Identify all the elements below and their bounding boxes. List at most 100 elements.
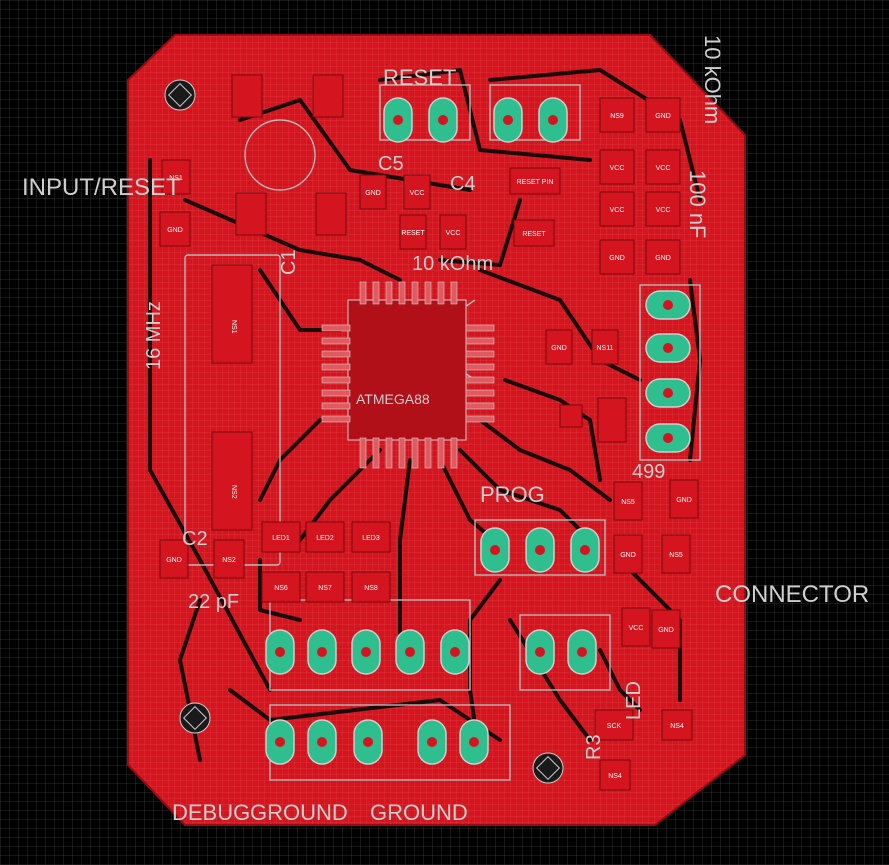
drill-hole: [490, 545, 500, 555]
smd-pad-label: VCC: [629, 625, 644, 632]
drill-hole: [580, 545, 590, 555]
chip-pin: [321, 389, 351, 397]
smd-pad: [669, 479, 699, 519]
chip-pin: [398, 281, 406, 305]
mount-hole-top-left: [164, 79, 196, 111]
smd-pad: [545, 329, 573, 365]
smd-pad: [159, 211, 191, 247]
smd-pad: [159, 539, 189, 579]
label-16mhz: 16 MHz: [143, 301, 165, 370]
chip-pin: [437, 281, 445, 305]
smd-pad-label: RESET: [522, 231, 546, 238]
chip-pin: [465, 389, 495, 397]
smd-pad-label: NS11: [597, 345, 614, 352]
smd-pad-label: GND: [167, 227, 183, 234]
drill-hole: [393, 115, 403, 125]
smd-pad-label: NS8: [364, 585, 378, 592]
chip-pin: [321, 376, 351, 384]
chip-pin: [465, 350, 495, 358]
smd-pad-label: LED3: [362, 535, 380, 542]
drill-hole: [535, 647, 545, 657]
chip-pin: [321, 350, 351, 358]
smd-pad: [213, 539, 245, 579]
chip-pin: [321, 363, 351, 371]
chip-pin: [465, 376, 495, 384]
label-led: LED: [623, 681, 645, 720]
smd-pad-label: NS2: [222, 557, 236, 564]
smd-pad: [599, 191, 635, 227]
smd-pad-label: SCK: [607, 723, 622, 730]
chip-pin: [321, 415, 351, 423]
smd-pad: [621, 607, 651, 647]
chip-pin: [372, 437, 380, 469]
chip-pin: [411, 281, 419, 305]
crystal-pad-ns2: NS2: [230, 485, 237, 499]
chip-pin: [450, 437, 458, 469]
drill-hole: [405, 647, 415, 657]
smd-pad: [351, 571, 391, 603]
smd-pad: [599, 149, 635, 185]
label-c5: C5: [378, 153, 404, 175]
label-22pf: 22 pF: [188, 591, 239, 613]
chip-pin: [372, 281, 380, 305]
drill-hole: [361, 647, 371, 657]
label-debug: DEBUG: [172, 800, 250, 825]
chip-pin: [321, 402, 351, 410]
chip-pin: [465, 324, 495, 332]
drill-hole: [663, 300, 673, 310]
smd-pad: [403, 174, 431, 210]
chip-pin: [411, 437, 419, 469]
smd-pad: [661, 534, 691, 574]
smd-pad: [599, 759, 631, 791]
chip-pin: [465, 337, 495, 345]
smd-pad: [651, 609, 681, 649]
chip-pin: [450, 281, 458, 305]
drill-hole: [438, 115, 448, 125]
smd-pad-label: NS6: [274, 585, 288, 592]
smd-pad-label: GND: [609, 255, 625, 262]
smd-pad-label: GND: [655, 113, 671, 120]
drill-hole: [317, 647, 327, 657]
label-c4: C4: [450, 173, 476, 195]
smd-pad: [305, 571, 345, 603]
smd-pad-label: VCC: [656, 165, 671, 172]
drill-hole: [503, 115, 513, 125]
through-hole-pads: [265, 97, 691, 765]
smd-pad-label: NS9: [610, 113, 624, 120]
smd-pad: [591, 329, 619, 365]
smd-pad: [613, 481, 643, 521]
label-10kohm-top: 10 kOhm: [700, 35, 725, 124]
chip-pin: [465, 415, 495, 423]
chip-pin: [359, 281, 367, 305]
smd-pad: [439, 214, 467, 250]
chip-pin: [385, 281, 393, 305]
label-connector: CONNECTOR: [715, 581, 869, 608]
smd-pad: [594, 709, 634, 741]
chip-pin: [424, 281, 432, 305]
drill-hole: [275, 737, 285, 747]
smd-pad-label: NS4: [670, 723, 684, 730]
drill-hole: [275, 647, 285, 657]
label-100nf: 100 nF: [685, 170, 710, 239]
smd-pad-label: LED2: [316, 535, 334, 542]
smd-pad-label: RESET PIN: [517, 179, 554, 186]
drill-hole: [548, 115, 558, 125]
drill-hole: [663, 343, 673, 353]
smd-pad-label: VCC: [610, 165, 625, 172]
drill-hole: [577, 647, 587, 657]
drill-hole: [663, 433, 673, 443]
drill-hole: [317, 737, 327, 747]
smd-pad-label: GND: [676, 497, 692, 504]
smd-pad: [661, 709, 693, 741]
label-reset: RESET: [383, 65, 456, 90]
smd-pad: [359, 174, 387, 210]
mount-hole-bottom-left: [179, 702, 211, 734]
label-input-reset: INPUT/RESET: [22, 174, 181, 201]
smd-pad: [645, 239, 681, 275]
smd-pad-label: LED1: [272, 535, 290, 542]
smd-pad-label: GND: [166, 557, 182, 564]
mcu-chip: ATMEGA88: [321, 281, 495, 469]
smd-pad: [599, 97, 635, 133]
smd-pad-label: NS1: [169, 175, 183, 182]
